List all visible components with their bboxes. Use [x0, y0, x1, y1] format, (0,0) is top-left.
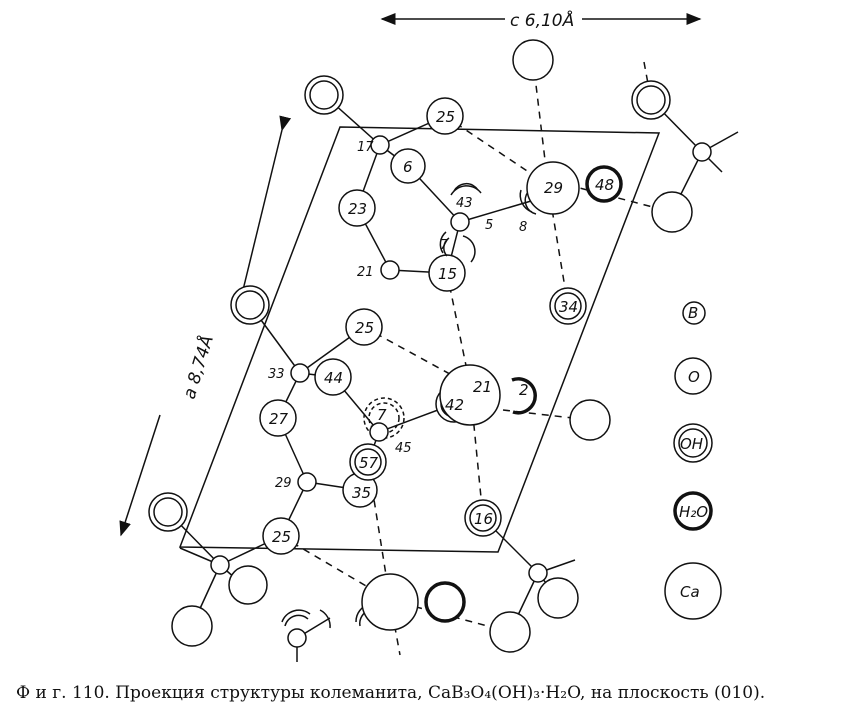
legend-oxygen-label: O	[688, 368, 700, 386]
atom-label: 29	[544, 179, 563, 197]
oxygen-atom-25-low	[262, 517, 300, 555]
boron-atom-right-low	[528, 563, 548, 583]
boron-atom-45	[369, 422, 389, 442]
atom-label: 42	[445, 396, 464, 414]
atom-label: 44	[324, 369, 343, 387]
atom-label: 29	[275, 476, 292, 491]
hydroxyl-group-left	[230, 285, 270, 325]
atom-label: 43	[456, 196, 473, 211]
boron-atom-right-top	[692, 142, 712, 162]
oxygen-atom-bottom-left	[171, 605, 213, 647]
hydroxyl-group-top-right	[631, 80, 671, 120]
oxygen-atom-top	[512, 39, 554, 81]
c-axis: c 6,10Å	[380, 9, 702, 31]
legend-hydroxyl-label: OH	[680, 435, 703, 453]
oxygen-atom-23	[338, 189, 376, 227]
boron-atom-bottom	[287, 628, 307, 648]
atom-label: 48	[595, 176, 614, 194]
a-axis-label: a 8,74Å	[178, 333, 218, 402]
atom-label: 21	[473, 378, 492, 396]
hydroxyl-group-far-left	[148, 492, 188, 532]
atom-label: 35	[352, 484, 371, 502]
atom-label: 7	[377, 406, 387, 424]
oxygen-atom-44	[314, 358, 352, 396]
boron-atoms	[210, 135, 712, 648]
legend-oxygen: O	[674, 357, 712, 395]
calcium-atom-21	[439, 364, 501, 426]
boron-atom-left-low	[210, 555, 230, 575]
atom-label: 34	[559, 298, 578, 316]
c-axis-label: c 6,10Å	[510, 9, 574, 31]
hydroxyl-group-16	[464, 499, 502, 537]
a-axis: a 8,74Å	[119, 115, 292, 537]
oxygen-atom-25-mid	[345, 308, 383, 346]
atom-label: 25	[355, 319, 374, 337]
legend-calcium: Ca	[664, 562, 722, 620]
calcium-atoms	[361, 161, 580, 631]
atom-label: 17	[357, 140, 374, 155]
water-molecule-48	[585, 165, 623, 203]
atom-label: 15	[438, 265, 457, 283]
atom-label: 7	[440, 238, 449, 253]
atom-label: 16	[474, 510, 493, 528]
oxygen-atom-left-low	[228, 565, 268, 605]
atom-labels: 25 6 17 23 43 5 8 29 48 7 21 15 34 25 33…	[268, 108, 614, 546]
oxygen-atom-right	[651, 191, 693, 233]
atom-label: 2	[519, 381, 529, 399]
hidden-atoms	[281, 182, 537, 629]
atom-label: 25	[272, 528, 291, 546]
legend-boron-label: B	[688, 304, 698, 322]
oxygen-atom-25-top	[426, 97, 464, 135]
boron-atom-5	[450, 212, 470, 232]
atom-label: 8	[519, 220, 527, 235]
water-molecule-2	[511, 377, 537, 415]
boron-atom-29	[297, 472, 317, 492]
calcium-atom-bottom	[361, 573, 419, 631]
legend-calcium-label: Ca	[680, 583, 700, 601]
atom-label: 23	[348, 200, 367, 218]
atom-label: 21	[357, 265, 374, 280]
boron-atom-17	[370, 135, 390, 155]
water-molecules	[424, 165, 623, 623]
atom-label: 45	[395, 441, 412, 456]
atom-label: 5	[485, 218, 493, 233]
legend-hydroxyl: OH	[673, 423, 713, 463]
atom-label: 33	[268, 367, 285, 382]
legend-water-label: H₂O	[679, 503, 708, 521]
oxygen-atom-right-mid	[569, 399, 611, 441]
legend: B O OH H₂O Ca	[664, 301, 722, 620]
hydroxyl-group-top-left	[304, 75, 344, 115]
water-molecule-bottom	[424, 581, 466, 623]
oxygen-atom-27	[259, 399, 297, 437]
legend-water: H₂O	[673, 491, 713, 531]
legend-boron: B	[682, 301, 706, 325]
calcium-atom-29	[526, 161, 580, 215]
figure-caption: Ф и г. 110. Проекция структуры колеманит…	[16, 683, 766, 703]
hydroxyl-group-57	[349, 443, 387, 481]
oxygen-atom-right-low	[537, 577, 579, 619]
oxygen-atom-bottom-right	[489, 611, 531, 653]
boron-atom-21	[380, 260, 400, 280]
atom-label: 25	[436, 108, 455, 126]
hydrogen-bonds	[280, 59, 673, 656]
atom-label: 6	[403, 158, 413, 176]
oxygen-atoms	[171, 39, 693, 653]
atom-label: 57	[359, 454, 379, 472]
atom-label: 27	[269, 410, 289, 428]
unit-cell	[178, 126, 661, 553]
oxygen-atom-6	[390, 148, 426, 184]
boron-atom-33	[290, 363, 310, 383]
hydroxyl-group-34	[549, 287, 587, 325]
